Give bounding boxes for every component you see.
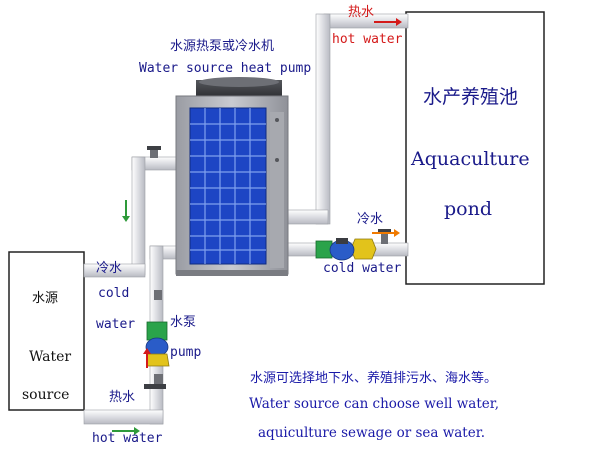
note-line-cn: 水源可选择地下水、养殖排污水、海水等。 (250, 371, 498, 386)
note-line-en-2: aquiculture sewage or sea water. (258, 425, 485, 441)
cold-water-right-label-cn: 冷水 (357, 212, 384, 227)
aquaculture-pond-box (405, 11, 545, 285)
hot-water-bottom-label-en: hot water (92, 431, 163, 446)
pond-label-en-line2: pond (444, 198, 493, 220)
pond-label-cn: 水产养殖池 (423, 86, 519, 108)
pump-label-cn: 水泵 (170, 315, 197, 330)
heat-pump-label-en: Water source heat pump (139, 61, 312, 76)
flow-arrow-hot-bottom (112, 427, 140, 435)
flow-arrow-hot-top (374, 18, 402, 26)
cold-water-left-label-en-line2: water (96, 317, 136, 332)
note-line-en-1: Water source can choose well water, (249, 396, 500, 412)
cold-water-left-label-cn: 冷水 (96, 261, 123, 276)
water-pump-right (315, 238, 355, 261)
flow-arrow-down-left (122, 200, 130, 222)
pump-label-en: pump (170, 345, 202, 360)
source-label-cn: 水源 (32, 291, 59, 306)
water-pump-left (144, 290, 170, 389)
source-label-en-line2: source (22, 387, 70, 403)
heat-pump-unit (175, 77, 289, 276)
heat-pump-label-cn: 水源热泵或冷水机 (170, 39, 275, 54)
pipe-hot-water-top (287, 13, 409, 225)
hot-water-top-label-en: hot water (332, 32, 403, 47)
source-label-en-line1: Water (29, 349, 72, 365)
valve-cold-right (350, 229, 391, 260)
flow-arrow-cold-right (372, 229, 400, 237)
valve-top-left (147, 146, 161, 158)
cold-water-right-label-en: cold water (323, 261, 402, 276)
water-source-box (8, 251, 85, 411)
flow-arrow-up-pump (143, 348, 151, 368)
hot-water-bottom-label-cn: 热水 (109, 390, 136, 405)
cold-water-left-label-en-line1: cold (98, 286, 130, 301)
heat-pump-grill (190, 108, 266, 264)
hot-water-top-label-cn: 热水 (348, 5, 375, 20)
pond-label-en-line1: Aquaculture (411, 148, 530, 170)
